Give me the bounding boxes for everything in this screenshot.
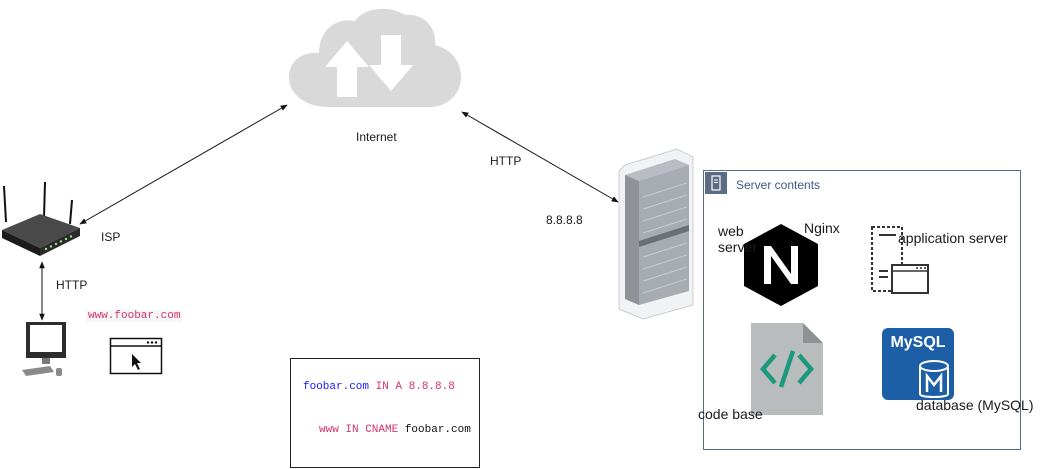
url-label: www.foobar.com	[86, 310, 183, 322]
nginx-label: Nginx	[804, 220, 840, 236]
internet-label: Internet	[356, 130, 397, 144]
web-server-label: web server	[718, 223, 757, 255]
server-group-icon	[705, 172, 727, 194]
isp-label: ISP	[101, 230, 121, 244]
server-rack-icon	[618, 148, 694, 320]
router-icon	[2, 181, 80, 256]
server-contents-group: Server contents web server Nginx applica…	[698, 170, 1034, 450]
browser-window-icon	[109, 337, 163, 375]
application-server-label: application server	[898, 230, 1008, 246]
database-label: database (MySQL)	[916, 397, 1034, 413]
code-file-icon	[751, 323, 823, 415]
dns-cname-target: foobar.com	[398, 424, 471, 436]
dns-records-box: foobar.com IN A 8.8.8.8 www IN CNAME foo…	[290, 358, 480, 468]
dns-cname-record: www IN CNAME foobar.com	[319, 424, 471, 436]
dns-a-domain: foobar.com	[303, 381, 370, 393]
dns-a-record: foobar.com IN A 8.8.8.8	[303, 381, 455, 393]
internet-server-arrow	[461, 111, 619, 203]
computer-icon	[22, 322, 66, 376]
internet-cloud-icon	[289, 8, 461, 107]
application-server-icon	[871, 226, 929, 294]
dns-a-value: IN A 8.8.8.8	[369, 381, 455, 393]
dns-cname-value: www IN CNAME	[319, 424, 399, 436]
http-top-label: HTTP	[490, 154, 522, 168]
http-left-label: HTTP	[56, 278, 88, 292]
isp-internet-arrow	[79, 104, 288, 225]
mysql-logo-icon: MySQL	[882, 328, 954, 400]
nginx-logo-icon	[744, 224, 818, 306]
mysql-logo-text: MySQL	[890, 334, 946, 351]
ip-address-label: 8.8.8.8	[546, 213, 583, 227]
code-base-label: code base	[698, 406, 763, 422]
server-contents-title: Server contents	[736, 178, 821, 192]
